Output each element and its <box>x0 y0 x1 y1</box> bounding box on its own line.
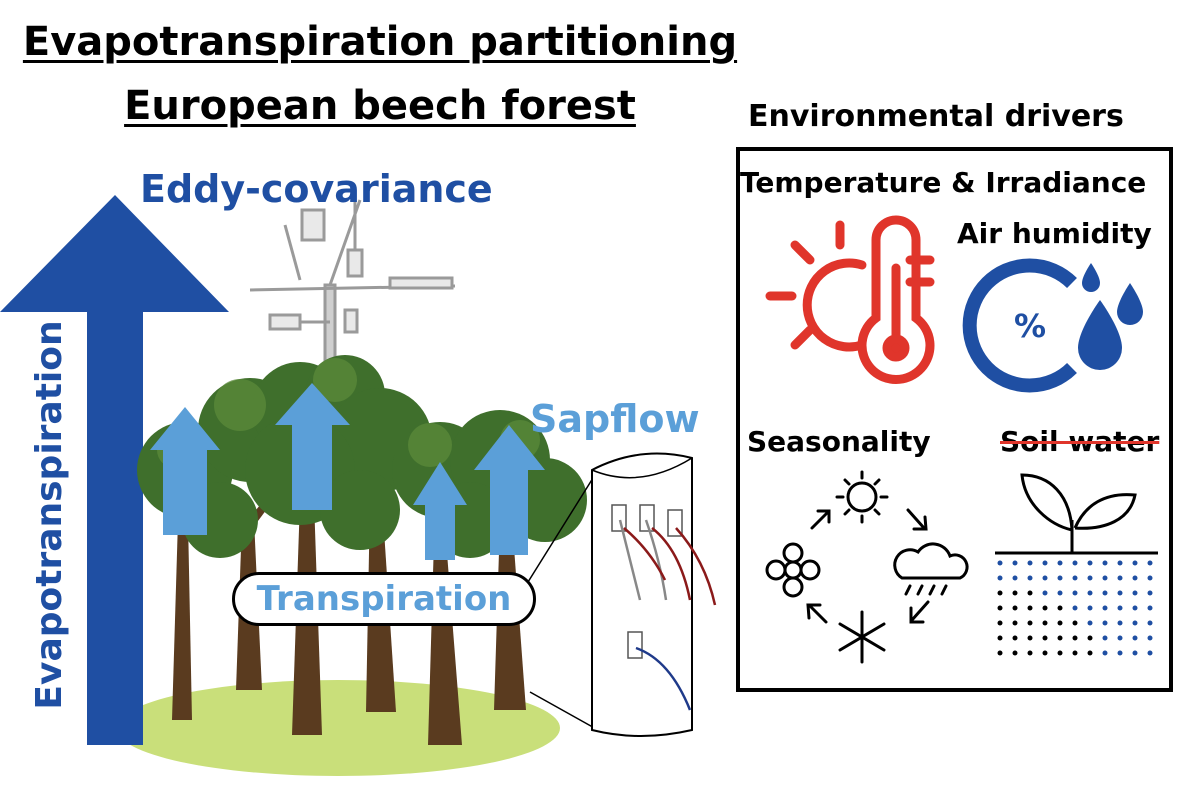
sapflow-zoom-lines <box>517 469 599 731</box>
evapotranspiration-label: Evapotranspiration <box>29 320 70 710</box>
seasonality-cycle-icon <box>765 470 969 664</box>
evapotranspiration-arrow <box>0 195 229 745</box>
air-humidity-label: Air humidity <box>957 217 1152 250</box>
transpiration-pill: Transpiration <box>232 572 536 626</box>
humidity-percent-symbol: % <box>1014 307 1046 345</box>
transpiration-label: Transpiration <box>256 579 512 619</box>
main-title-line1: Evapotranspiration partitioning <box>22 19 738 65</box>
eddy-covariance-label: Eddy-covariance <box>140 167 493 211</box>
humidity-icon <box>962 258 1143 393</box>
main-title-line2: European beech forest <box>124 83 636 129</box>
transpiration-arrows <box>150 383 545 560</box>
eddy-covariance-tower <box>249 199 456 382</box>
sapflow-label: Sapflow <box>530 397 700 441</box>
sapflow-sensor-trunk <box>591 452 717 737</box>
temperature-irradiance-label: Temperature & Irradiance <box>740 166 1147 199</box>
seasonality-label: Seasonality <box>747 425 931 458</box>
thermometer-sun-icon <box>765 215 935 384</box>
environmental-drivers-box <box>736 147 1173 692</box>
soil-water-label: Soil water <box>1000 425 1160 458</box>
environmental-drivers-heading: Environmental drivers <box>748 99 1124 134</box>
plant-soil-icon <box>995 473 1158 656</box>
soil-dots <box>997 560 1153 656</box>
